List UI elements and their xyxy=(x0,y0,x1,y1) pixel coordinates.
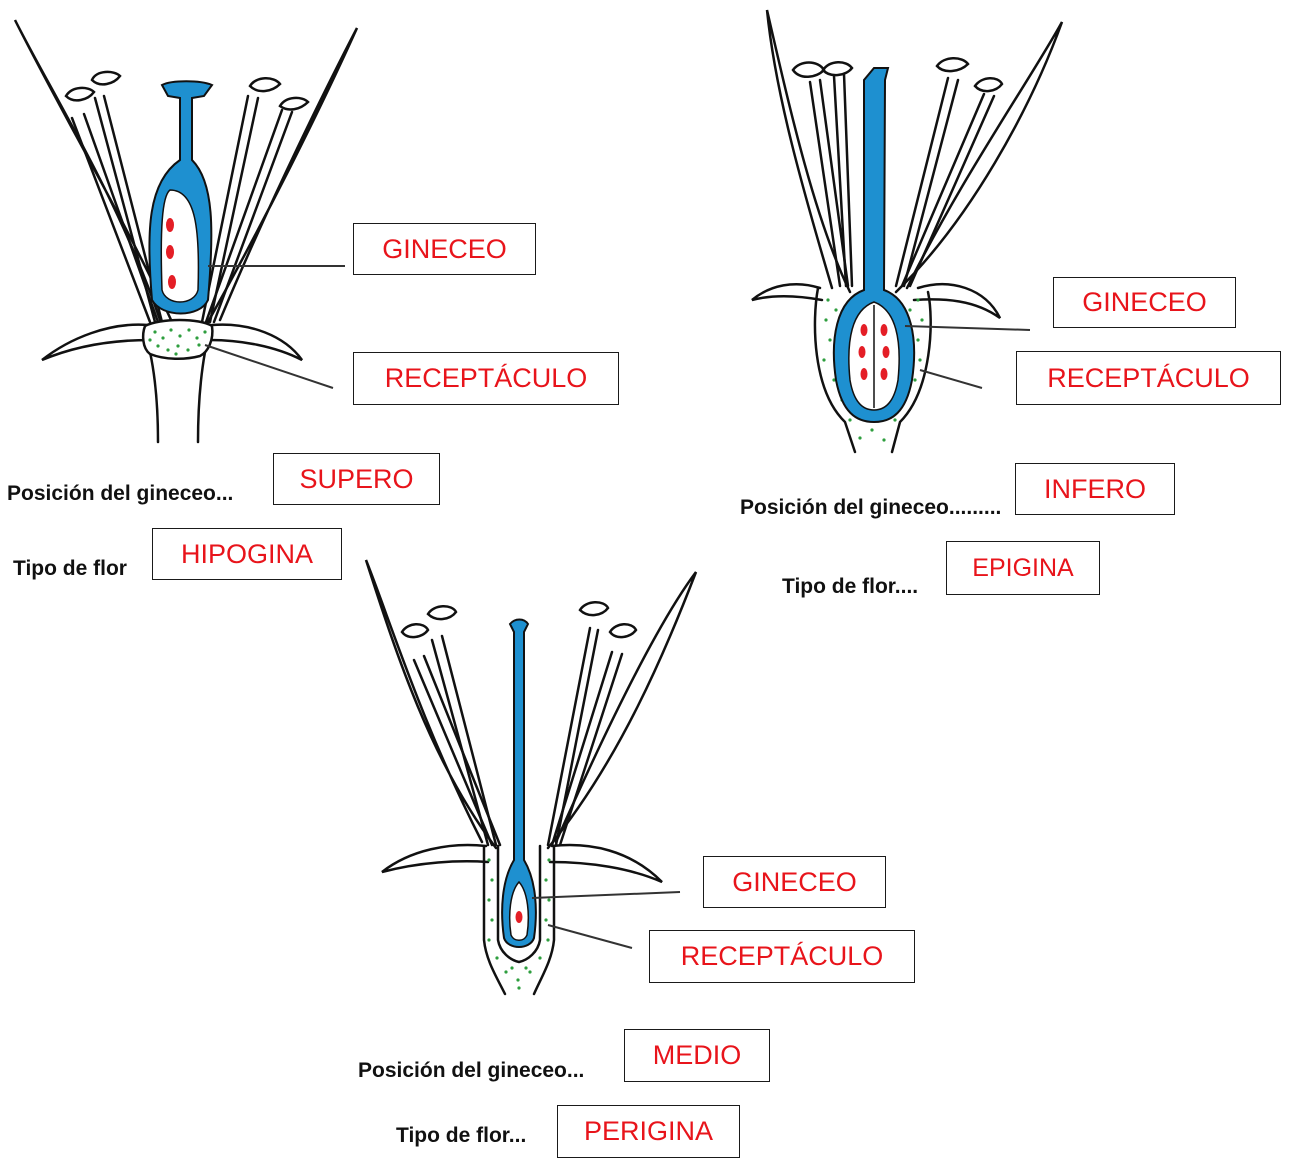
position-answer-3: MEDIO xyxy=(624,1029,770,1082)
gynoecium-3 xyxy=(502,620,536,948)
position-caption-1: Posición del gineceo... xyxy=(7,482,233,506)
type-answer-3: PERIGINA xyxy=(557,1105,740,1158)
position-answer-2: INFERO xyxy=(1015,463,1175,515)
type-answer-2: EPIGINA xyxy=(946,541,1100,595)
label-receptaculo-2: RECEPTÁCULO xyxy=(1016,351,1281,405)
label-gineceo-3: GINECEO xyxy=(703,856,886,908)
label-receptaculo-1: RECEPTÁCULO xyxy=(353,352,619,405)
leader-line-receptaculo-1 xyxy=(205,345,333,388)
position-caption-2: Posición del gineceo......... xyxy=(740,496,1001,520)
label-gineceo-1: GINECEO xyxy=(353,223,536,275)
gynoecium-1 xyxy=(149,81,212,313)
type-answer-1: HIPOGINA xyxy=(152,528,342,580)
leader-line-receptaculo-2 xyxy=(920,370,982,388)
position-caption-3: Posición del gineceo... xyxy=(358,1059,584,1083)
position-answer-1: SUPERO xyxy=(273,453,440,505)
label-receptaculo-3: RECEPTÁCULO xyxy=(649,930,915,983)
label-gineceo-2: GINECEO xyxy=(1053,277,1236,328)
type-caption-3: Tipo de flor... xyxy=(396,1124,526,1148)
type-caption-1: Tipo de flor xyxy=(13,557,127,581)
leader-line-gineceo-2 xyxy=(905,326,1030,330)
type-caption-2: Tipo de flor.... xyxy=(782,575,918,599)
leader-line-receptaculo-3 xyxy=(548,925,632,948)
